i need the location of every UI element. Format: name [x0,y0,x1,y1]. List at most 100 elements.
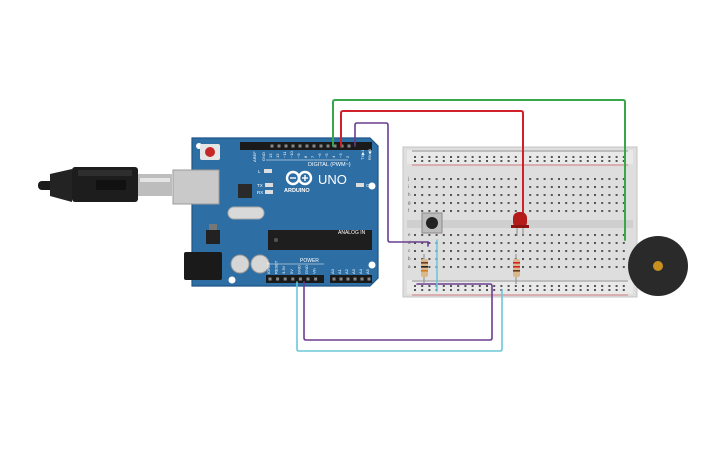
terminal-hole[interactable] [622,178,625,180]
terminal-hole[interactable] [622,194,625,196]
rail-hole[interactable] [615,285,618,287]
terminal-hole[interactable] [615,250,618,252]
terminal-hole[interactable] [572,210,575,212]
rail-hole[interactable] [507,289,510,291]
terminal-hole[interactable] [478,210,481,212]
terminal-hole[interactable] [586,258,589,260]
terminal-hole[interactable] [464,178,467,180]
digital-pin[interactable] [319,144,323,148]
rail-hole[interactable] [558,289,560,291]
terminal-hole[interactable] [428,266,431,268]
terminal-hole[interactable] [586,178,589,180]
terminal-hole[interactable] [435,234,438,236]
terminal-hole[interactable] [471,234,474,236]
terminal-hole[interactable] [442,202,445,204]
terminal-hole[interactable] [414,234,416,236]
terminal-hole[interactable] [536,242,539,244]
rail-hole[interactable] [442,156,445,158]
rail-hole[interactable] [529,156,532,158]
terminal-hole[interactable] [442,194,445,196]
terminal-hole[interactable] [579,242,582,244]
wire-purple-bottom[interactable] [303,281,493,341]
rail-hole[interactable] [572,285,575,287]
rail-hole[interactable] [615,160,618,162]
rail-hole[interactable] [565,156,568,158]
rail-hole[interactable] [615,289,618,291]
digital-pin[interactable] [326,144,330,148]
terminal-hole[interactable] [550,266,553,268]
rail-hole[interactable] [450,156,452,158]
terminal-hole[interactable] [450,178,452,180]
terminal-hole[interactable] [442,234,445,236]
terminal-hole[interactable] [464,234,467,236]
rail-hole[interactable] [442,289,445,291]
terminal-hole[interactable] [486,186,488,188]
terminal-hole[interactable] [550,186,553,188]
terminal-hole[interactable] [586,202,589,204]
analog-pin[interactable] [367,277,371,281]
terminal-hole[interactable] [550,250,553,252]
rail-hole[interactable] [428,156,431,158]
terminal-hole[interactable] [536,234,539,236]
terminal-hole[interactable] [543,202,546,204]
rail-hole[interactable] [464,156,467,158]
rail-hole[interactable] [608,156,611,158]
terminal-hole[interactable] [421,234,424,236]
terminal-hole[interactable] [615,202,618,204]
terminal-hole[interactable] [457,186,460,188]
terminal-hole[interactable] [493,258,496,260]
terminal-hole[interactable] [457,250,460,252]
rail-hole[interactable] [442,160,445,162]
analog-pin[interactable] [339,277,343,281]
terminal-hole[interactable] [493,202,496,204]
terminal-hole[interactable] [565,250,568,252]
terminal-hole[interactable] [622,234,625,236]
terminal-hole[interactable] [478,186,481,188]
rail-hole[interactable] [493,285,496,287]
terminal-hole[interactable] [421,186,424,188]
terminal-hole[interactable] [522,258,524,260]
rail-hole[interactable] [414,156,416,158]
terminal-hole[interactable] [464,250,467,252]
rail-hole[interactable] [529,285,532,287]
rail-hole[interactable] [450,289,452,291]
rail-hole[interactable] [536,160,539,162]
rail-hole[interactable] [543,160,546,162]
terminal-hole[interactable] [421,194,424,196]
terminal-hole[interactable] [565,186,568,188]
digital-pin[interactable] [298,144,302,148]
terminal-hole[interactable] [428,258,431,260]
rail-hole[interactable] [493,289,496,291]
terminal-hole[interactable] [457,242,460,244]
terminal-hole[interactable] [414,194,416,196]
terminal-hole[interactable] [586,242,589,244]
terminal-hole[interactable] [594,234,596,236]
terminal-hole[interactable] [601,258,604,260]
terminal-hole[interactable] [442,186,445,188]
terminal-hole[interactable] [608,186,611,188]
terminal-hole[interactable] [464,210,467,212]
terminal-hole[interactable] [594,186,596,188]
digital-pin[interactable] [291,144,295,148]
rail-hole[interactable] [608,285,611,287]
rail-hole[interactable] [421,285,424,287]
terminal-hole[interactable] [507,242,510,244]
terminal-hole[interactable] [471,250,474,252]
rail-hole[interactable] [608,289,611,291]
terminal-hole[interactable] [615,266,618,268]
terminal-hole[interactable] [486,250,488,252]
terminal-hole[interactable] [579,202,582,204]
rail-hole[interactable] [464,289,467,291]
terminal-hole[interactable] [529,178,532,180]
terminal-hole[interactable] [514,202,517,204]
terminal-hole[interactable] [529,210,532,212]
power-pin[interactable] [298,277,302,281]
terminal-hole[interactable] [428,178,431,180]
terminal-hole[interactable] [543,250,546,252]
terminal-hole[interactable] [550,210,553,212]
terminal-hole[interactable] [507,258,510,260]
terminal-hole[interactable] [579,210,582,212]
terminal-hole[interactable] [601,202,604,204]
terminal-hole[interactable] [478,242,481,244]
terminal-hole[interactable] [615,210,618,212]
